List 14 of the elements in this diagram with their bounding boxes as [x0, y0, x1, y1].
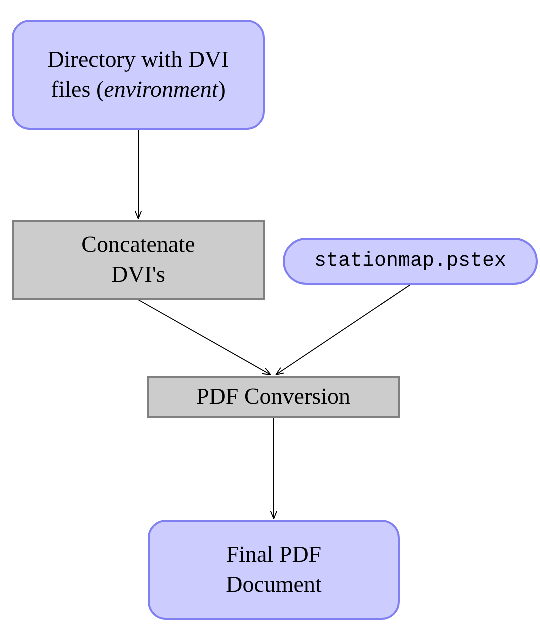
arrow [270, 418, 278, 520]
node-label: Final PDF Document [225, 541, 323, 599]
arrow [138, 300, 272, 376]
node-label: PDF Conversion [196, 383, 350, 411]
node-label: stationmap.pstex [314, 248, 507, 274]
process-box [147, 376, 400, 418]
rounded-box [148, 520, 400, 620]
rounded-box [12, 20, 265, 130]
process-box [12, 220, 265, 300]
arrow [276, 284, 411, 376]
node-label: Concatenate DVI's [80, 231, 196, 289]
node-label: Directory with DVI files (environment) [46, 46, 230, 104]
arrow [134, 130, 142, 220]
pill-box [283, 238, 538, 285]
